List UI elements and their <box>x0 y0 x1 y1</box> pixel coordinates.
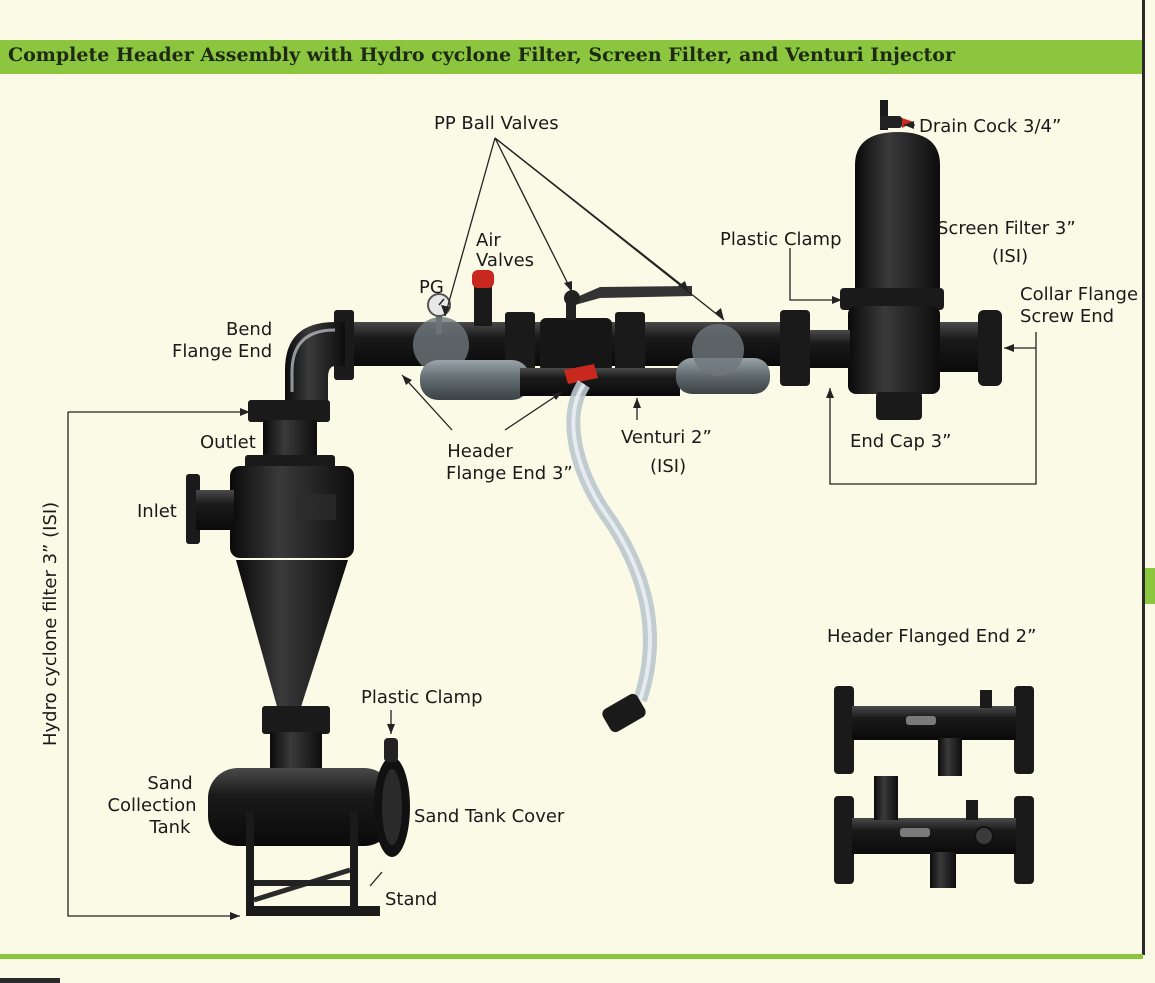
label-header-flange-line2: Flange End 3” <box>446 463 573 484</box>
ball-valve-handle <box>564 286 692 320</box>
page-title: Complete Header Assembly with Hydro cycl… <box>8 44 955 66</box>
bottom-green-rule <box>0 954 1143 959</box>
title-bar: Complete Header Assembly with Hydro cycl… <box>0 40 1143 74</box>
header-flanged-end-2-part-top <box>834 686 1034 776</box>
label-screen-filter-isi: (ISI) <box>992 246 1029 267</box>
label-bend-line2: Flange End <box>172 341 273 362</box>
label-collar-flange-line2: Screw End <box>1020 306 1115 327</box>
venturi-bypass <box>413 317 770 400</box>
right-green-tab <box>1145 568 1155 604</box>
label-hydro-cyclone-filter: Hydro cyclone filter 3” (ISI) <box>40 501 61 746</box>
label-header-flange-line1: Header <box>447 441 513 462</box>
label-air-valves-line1: Air <box>476 230 501 251</box>
label-sand-collection-line2: Collection <box>107 795 197 816</box>
bottom-black-mark <box>0 978 60 983</box>
label-drain-cock: Drain Cock 3/4” <box>919 116 1062 137</box>
label-screen-filter: Screen Filter 3” <box>937 218 1076 239</box>
label-collar-flange-line1: Collar Flange <box>1020 284 1139 305</box>
air-valve <box>472 270 494 326</box>
label-venturi-line1: Venturi 2” <box>621 427 712 448</box>
label-pp-ball-valves: PP Ball Valves <box>434 113 559 134</box>
label-air-valves-line2: Valves <box>476 250 535 271</box>
label-plastic-clamp-top: Plastic Clamp <box>720 229 842 250</box>
label-pg: PG <box>419 277 444 298</box>
label-stand: Stand <box>385 889 438 910</box>
header-flanged-end-2-part-bottom <box>834 776 1034 888</box>
bend-flange-end <box>285 322 345 405</box>
label-inlet: Inlet <box>137 501 177 522</box>
label-sand-collection-line1: Sand <box>147 773 193 794</box>
leader-arrowheads <box>230 121 1014 920</box>
label-plastic-clamp-bottom: Plastic Clamp <box>361 687 483 708</box>
label-venturi-line2: (ISI) <box>650 456 687 477</box>
hydro-cyclone-body <box>186 400 354 772</box>
sand-collection-tank <box>208 738 410 916</box>
venturi-suction-hose <box>566 380 657 733</box>
screen-filter <box>810 100 1002 420</box>
label-sand-collection-line3: Tank <box>149 817 191 838</box>
label-sand-tank-cover: Sand Tank Cover <box>414 806 565 827</box>
label-outlet: Outlet <box>200 432 256 453</box>
label-end-cap: End Cap 3” <box>850 431 952 452</box>
right-border-rule <box>1142 0 1145 955</box>
label-header-flanged-end-2: Header Flanged End 2” <box>827 626 1037 647</box>
label-bend-line1: Bend <box>226 319 273 340</box>
